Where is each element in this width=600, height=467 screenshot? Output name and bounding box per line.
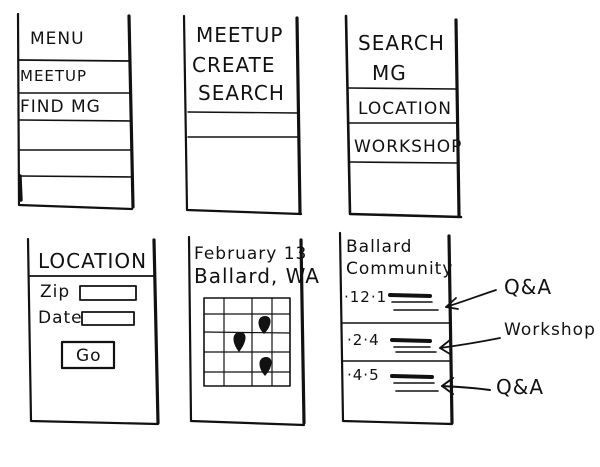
meetup-item-search[interactable]: SEARCH <box>198 81 285 105</box>
event-row[interactable]: ·4·5 <box>347 366 439 392</box>
map-pin-icon[interactable] <box>259 357 272 376</box>
go-button-label: Go <box>76 346 102 366</box>
search-title: SEARCH <box>358 31 445 55</box>
search-item-workshop[interactable]: WORKSHOP <box>354 137 462 157</box>
event-row[interactable]: ·2·4 <box>347 331 437 353</box>
arrowhead-icon <box>439 339 451 355</box>
zip-label: Zip <box>40 282 70 302</box>
arrow-icon <box>445 289 497 308</box>
event-date: ·12·1 <box>344 288 387 306</box>
annotation-qa-1: Q&A <box>504 275 552 299</box>
arrowhead-icon <box>441 377 454 395</box>
menu-item-meetup[interactable]: MEETUP <box>20 67 87 85</box>
community-title-line2: Community <box>346 259 453 279</box>
zip-input[interactable] <box>79 285 137 301</box>
map-pin-icon[interactable] <box>233 332 246 352</box>
location-title: LOCATION <box>38 249 147 273</box>
search-item-location[interactable]: LOCATION <box>358 99 452 119</box>
community-panel: Ballard Community ·12·1 ·2·4 ·4·5 <box>338 231 454 426</box>
meetup-panel: MEETUP CREATE SEARCH <box>182 14 303 216</box>
community-title-line1: Ballard <box>346 237 412 257</box>
menu-panel: MENU MEETUP FIND MG <box>16 12 135 211</box>
event-date: ·2·4 <box>347 331 380 349</box>
search-panel: SEARCH MG LOCATION WORKSHOP <box>344 14 463 219</box>
search-item-mg[interactable]: MG <box>372 61 407 85</box>
menu-item-find-mg[interactable]: FIND MG <box>20 97 101 117</box>
map-date: February 13 <box>194 244 307 264</box>
arrow-icon <box>441 385 491 391</box>
location-panel: LOCATION Zip Date Go <box>26 237 160 426</box>
annotation-qa-2: Q&A <box>496 375 544 399</box>
map-view[interactable] <box>203 297 291 387</box>
map-panel: February 13 Ballard, WA <box>187 235 320 427</box>
date-label: Date <box>38 308 83 328</box>
go-button[interactable] <box>60 340 116 370</box>
annotation-workshop: Workshop <box>504 320 596 340</box>
meetup-item-create[interactable]: CREATE <box>192 53 275 77</box>
annotations: Q&A Workshop Q&A <box>439 275 596 399</box>
map-pin-icon[interactable] <box>258 316 271 334</box>
event-row[interactable]: ·12·1 <box>344 288 439 311</box>
menu-title: MENU <box>30 29 85 49</box>
map-place: Ballard, WA <box>194 264 320 288</box>
arrow-icon <box>439 337 501 349</box>
date-input[interactable] <box>81 311 135 326</box>
meetup-title: MEETUP <box>196 23 283 47</box>
event-date: ·4·5 <box>347 366 380 384</box>
arrowhead-icon <box>445 297 459 310</box>
